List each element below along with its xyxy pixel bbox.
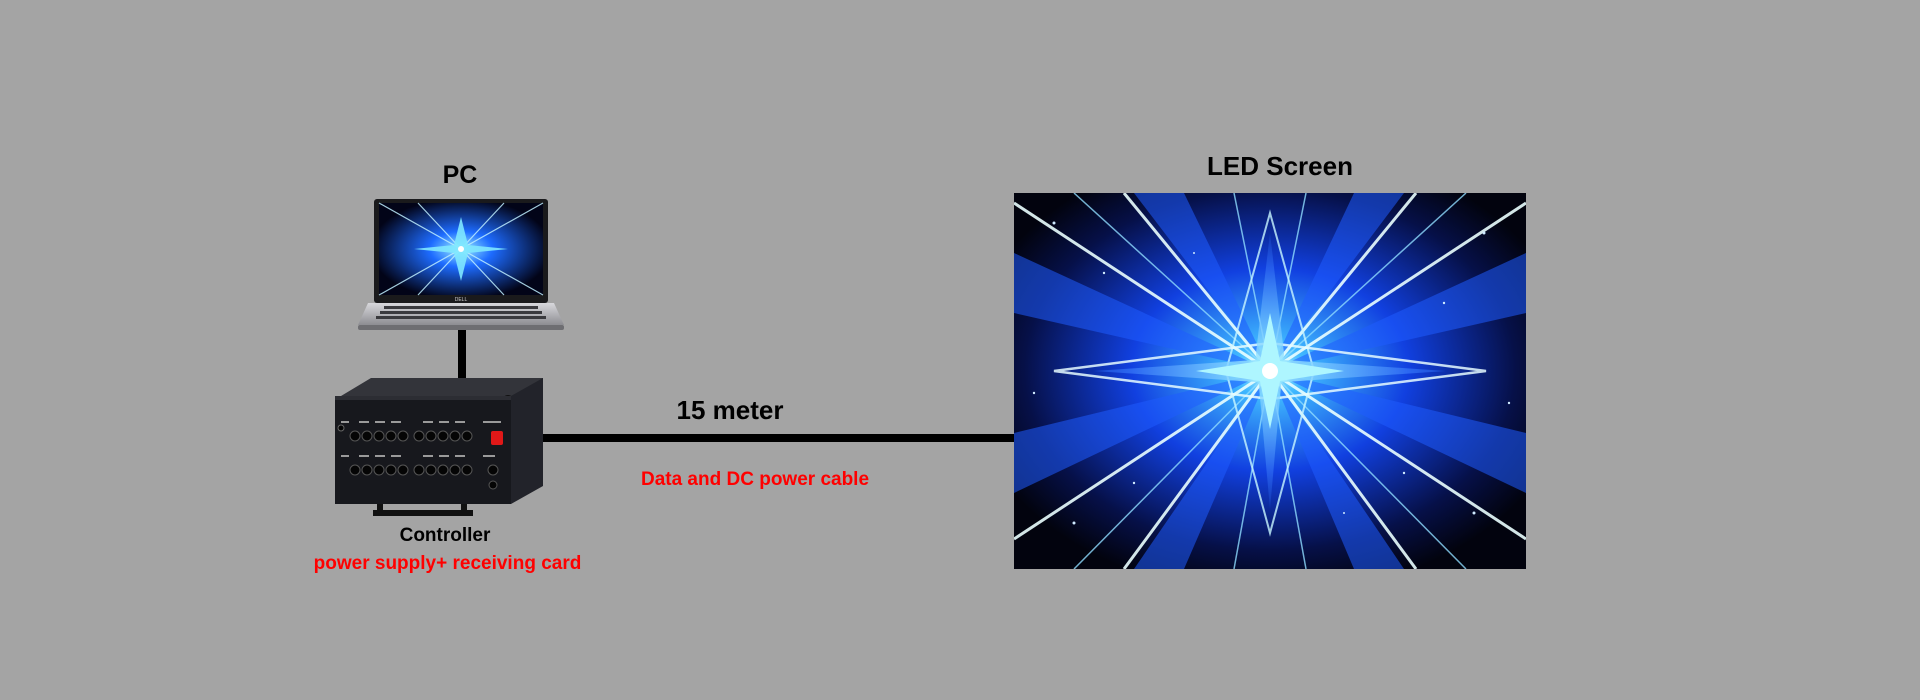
led-screen-display [1014,193,1526,569]
cable-description: Data and DC power cable [640,469,870,490]
laptop-brand-logo: DELL [455,297,468,303]
controller-to-screen-cable [540,434,1015,442]
pc-label: PC [442,161,478,189]
controller-device [335,378,543,516]
laptop-image: DELL [358,199,564,330]
controller-label: Controller [399,525,491,546]
cable-length-label: 15 meter [676,395,784,425]
pc-to-controller-cable [458,330,466,392]
controller-description: power supply+ receiving card [313,553,582,574]
led-screen-label: LED Screen [1207,151,1353,181]
